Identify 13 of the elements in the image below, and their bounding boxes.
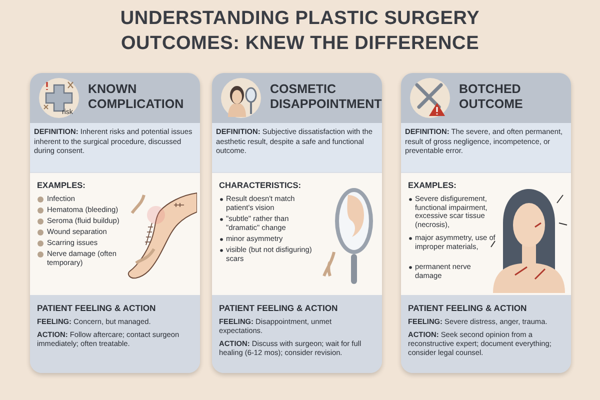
section-heading: PATIENT FEELING & ACTION xyxy=(37,303,156,313)
card-heading: KNOWN COMPLICATION xyxy=(88,82,185,112)
section-heading: EXAMPLES: xyxy=(37,180,86,190)
outcome-card xyxy=(30,73,200,373)
outcome-card xyxy=(401,73,571,373)
card-heading: COSMETIC DISAPPOINTMENT xyxy=(270,82,380,112)
section-heading: PATIENT FEELING & ACTION xyxy=(408,303,527,313)
section-heading: EXAMPLES: xyxy=(408,180,456,190)
page-title: UNDERSTANDING PLASTIC SURGERY OUTCOMES: KNEW THE DIFFERENCE xyxy=(119,7,481,56)
section-heading: CHARACTERISTICS: xyxy=(219,180,302,190)
outcome-card xyxy=(212,73,382,373)
card-heading: BOTCHED OUTCOME xyxy=(459,82,524,112)
section-heading: PATIENT FEELING & ACTION xyxy=(219,303,338,313)
